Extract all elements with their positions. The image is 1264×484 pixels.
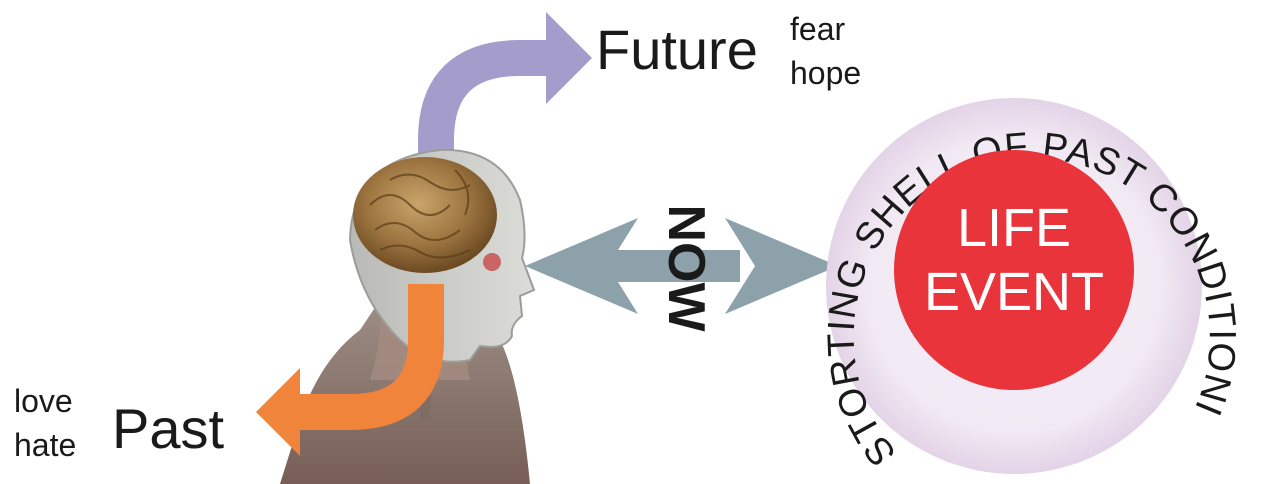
past-arrow-head — [256, 368, 300, 456]
future-label: Future — [596, 18, 758, 81]
life-event: LIFE EVENT — [894, 150, 1134, 390]
head-eye — [483, 253, 501, 271]
now-arrow-right-head — [725, 218, 838, 314]
past-emotion-hate: hate — [14, 427, 76, 463]
future-emotion-fear: fear — [790, 11, 845, 47]
future-arrow-head — [546, 12, 592, 104]
future-emotion-hope: hope — [790, 55, 861, 91]
human-head-anatomy-icon — [280, 150, 534, 484]
life-event-line1: LIFE — [957, 198, 1071, 258]
past-emotion-love: love — [14, 383, 73, 419]
life-event-line2: EVENT — [924, 262, 1104, 322]
now-label: NOW — [657, 204, 715, 332]
past-label: Past — [112, 397, 224, 460]
